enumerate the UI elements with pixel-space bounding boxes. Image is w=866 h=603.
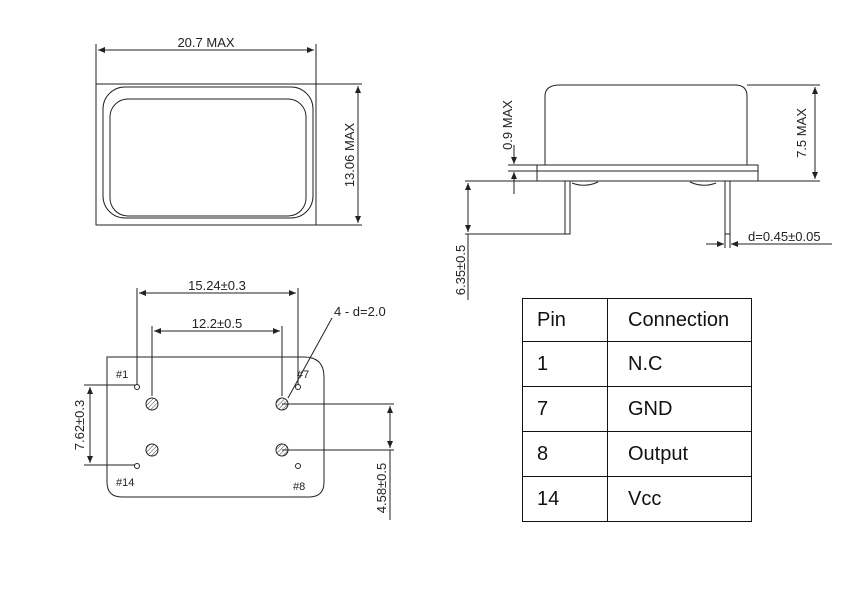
- table-row: 1 N.C: [522, 341, 752, 387]
- pin-number: 14: [522, 476, 608, 522]
- pin-connection: GND: [607, 386, 752, 432]
- pin-marker-7: [295, 384, 301, 390]
- top-view-lid-outer: [102, 86, 314, 219]
- connection-header: Connection: [607, 298, 752, 342]
- row-spacing-label: 15.24±0.3: [188, 278, 246, 293]
- height-label: 7.5 MAX: [794, 108, 809, 158]
- side-view-pin-left: [564, 180, 571, 235]
- col-spacing-label: 7.62±0.3: [72, 400, 87, 451]
- pin-connection: Vcc: [607, 476, 752, 522]
- pin-header: Pin: [522, 298, 608, 342]
- pin-hole-14: [145, 443, 159, 457]
- pin-label-7: #7: [297, 369, 309, 381]
- pin-length-label: 6.35±0.5: [453, 245, 468, 296]
- pin-marker-14: [134, 463, 140, 469]
- pin-table-header: Pin Connection: [522, 298, 752, 342]
- top-view-outline: [95, 83, 317, 226]
- pin-connection: N.C: [607, 341, 752, 387]
- side-view-pin-right: [724, 180, 731, 235]
- pin-number: 8: [522, 431, 608, 477]
- side-view-can: [544, 84, 748, 165]
- offset-label: 4.58±0.5: [374, 463, 389, 514]
- pin-number: 7: [522, 386, 608, 432]
- side-view: [465, 84, 832, 300]
- top-view-lid-inner: [109, 98, 307, 217]
- pin-hole-8: [275, 443, 289, 457]
- inner-spacing-label: 12.2±0.5: [192, 316, 243, 331]
- pin-label-14: #14: [116, 477, 134, 489]
- pin-connection-table: Pin Connection 1 N.C 7 GND 8 Output 14 V…: [522, 298, 752, 522]
- lid-thickness-label: 0.9 MAX: [500, 100, 515, 150]
- side-view-stem: [536, 170, 759, 182]
- hole-leader: [287, 317, 333, 399]
- pin-label-1: #1: [116, 369, 128, 381]
- top-view: [95, 44, 362, 226]
- top-width-label: 20.7 MAX: [177, 35, 234, 50]
- pin-number: 1: [522, 341, 608, 387]
- table-row: 14 Vcc: [522, 476, 752, 522]
- pin-label-8: #8: [293, 481, 305, 493]
- pin-marker-1: [134, 384, 140, 390]
- pin-hole-7: [275, 397, 289, 411]
- pin-connection: Output: [607, 431, 752, 477]
- bottom-view: [84, 288, 394, 520]
- table-row: 8 Output: [522, 431, 752, 477]
- pin-hole-1: [145, 397, 159, 411]
- pin-diameter-label: d=0.45±0.05: [748, 229, 821, 244]
- top-height-label: 13.06 MAX: [342, 123, 357, 188]
- pin-marker-8: [295, 463, 301, 469]
- hole-label: 4 - d=2.0: [334, 304, 386, 319]
- table-row: 7 GND: [522, 386, 752, 432]
- side-view-base: [536, 164, 759, 172]
- bottom-view-outline: [106, 356, 325, 498]
